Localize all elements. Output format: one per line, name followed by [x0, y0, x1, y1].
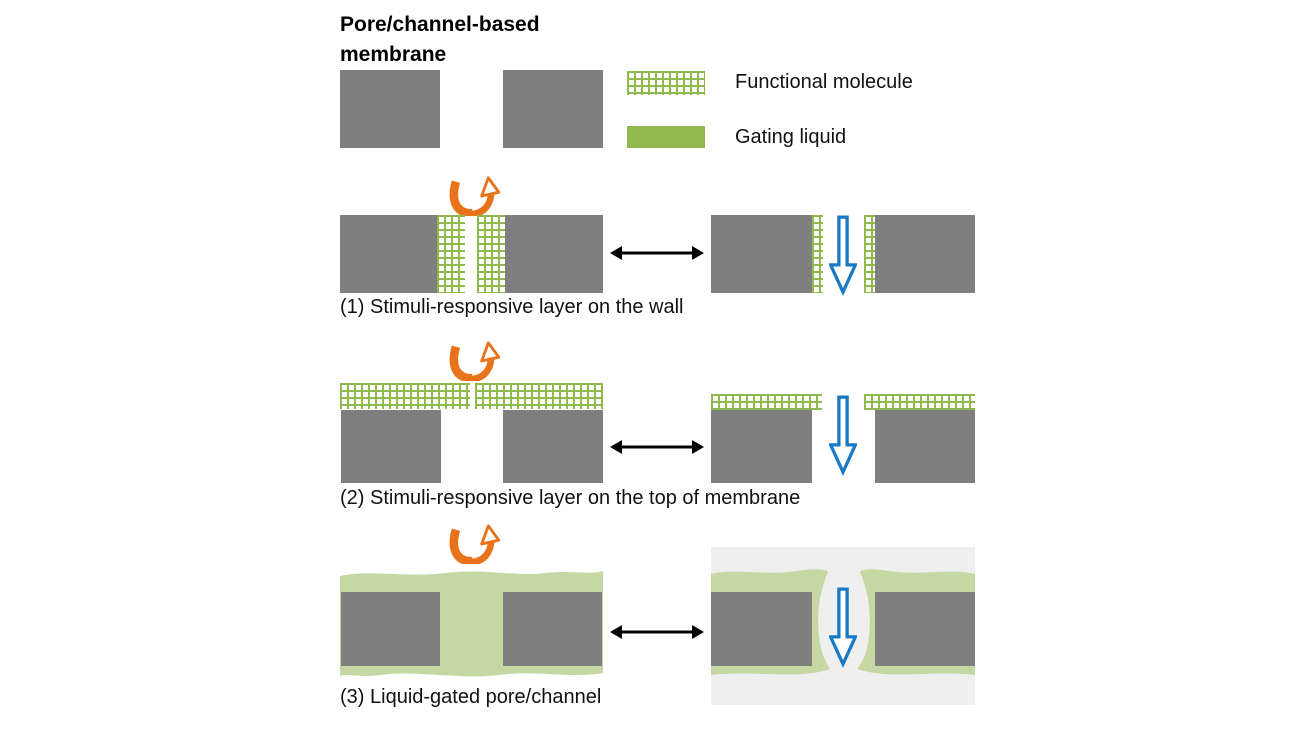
wall-functional-layer-collapsed — [864, 215, 875, 293]
legend-solid-swatch — [627, 126, 705, 148]
membrane-block — [711, 215, 812, 293]
reversible-arrow-icon — [610, 625, 704, 639]
legend-crosshatch-swatch — [627, 71, 705, 95]
membrane-block — [875, 215, 975, 293]
legend-label-functional-molecule: Functional molecule — [735, 71, 913, 93]
reversible-arrow-icon — [610, 246, 704, 260]
panel-3-caption: (3) Liquid-gated pore/channel — [340, 686, 602, 708]
membrane-block — [503, 592, 602, 666]
flow-arrow-icon — [829, 395, 857, 477]
top-functional-layer-collapsed — [711, 394, 822, 410]
membrane-block — [875, 592, 975, 666]
membrane-block — [505, 215, 603, 293]
figure-title: Pore/channel-based membrane — [340, 13, 540, 66]
top-functional-layer-collapsed — [864, 394, 975, 410]
membrane-block — [503, 70, 603, 148]
reversible-arrow-icon — [610, 440, 704, 454]
membrane-block — [341, 410, 441, 483]
membrane-block — [340, 215, 437, 293]
membrane-block — [875, 410, 975, 483]
stimulus-arrow-icon — [449, 176, 501, 216]
panel-1-caption: (1) Stimuli-responsive layer on the wall — [340, 296, 684, 318]
membrane-block — [711, 592, 812, 666]
flow-arrow-icon — [829, 215, 857, 297]
wall-functional-layer — [437, 215, 465, 293]
top-functional-layer — [475, 383, 603, 409]
stimulus-arrow-icon — [449, 341, 501, 381]
membrane-block — [503, 410, 603, 483]
wall-functional-layer-collapsed — [812, 215, 823, 293]
top-functional-layer — [340, 383, 470, 409]
membrane-block — [711, 410, 812, 483]
wall-functional-layer — [477, 215, 505, 293]
stimulus-arrow-icon — [449, 524, 501, 564]
legend-label-gating-liquid: Gating liquid — [735, 126, 847, 148]
membrane-block — [340, 70, 440, 148]
membrane-block — [341, 592, 440, 666]
panel-2-caption: (2) Stimuli-responsive layer on the top … — [340, 487, 801, 509]
flow-arrow-icon — [829, 587, 857, 669]
